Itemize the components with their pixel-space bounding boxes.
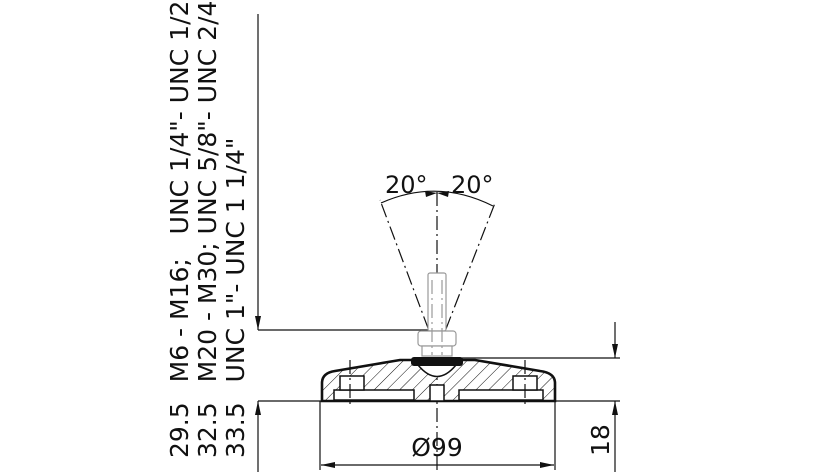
thread-spec-2: M20 - M30; UNC 5/8"- UNC 2/4" — [193, 0, 222, 382]
base-height-dimension: 18 — [586, 322, 618, 472]
svg-text:32.5 M20 - M30; UNC 5/8": 32.5 M20 - M30; UNC 5/8"- UNC 2/4" — [193, 0, 222, 458]
angle-right-label: 20° — [451, 171, 494, 199]
diameter-dimension: Ø99 — [319, 401, 556, 470]
svg-text:33.5 UNC 1"- UNC 1 1/4": 33.5 UNC 1"- UNC 1 1/4" — [221, 138, 250, 458]
thread-spec-1: M6 - M16; UNC 1/4"- UNC 1/2" — [165, 0, 194, 382]
base-height-label: 18 — [586, 424, 615, 456]
total-height-dimension — [255, 14, 620, 472]
angle-left-label: 20° — [385, 171, 428, 199]
svg-text:29.5 M6 - M16; UNC 1/4: 29.5 M6 - M16; UNC 1/4"- UNC 1/2" — [165, 0, 194, 458]
base-section — [320, 357, 620, 408]
thread-spec-3: UNC 1"- UNC 1 1/4" — [221, 138, 250, 383]
diameter-label: Ø99 — [411, 433, 463, 462]
height-33-5: 33.5 — [221, 402, 250, 458]
threaded-bolt — [417, 272, 457, 357]
height-32-5: 32.5 — [193, 402, 222, 458]
thread-spec-text: 29.5 M6 - M16; UNC 1/4"- UNC 1/2" 32.5 M… — [165, 0, 250, 458]
height-29-5: 29.5 — [165, 402, 194, 458]
tilt-angle-indicator: 20° 20° — [379, 171, 496, 472]
